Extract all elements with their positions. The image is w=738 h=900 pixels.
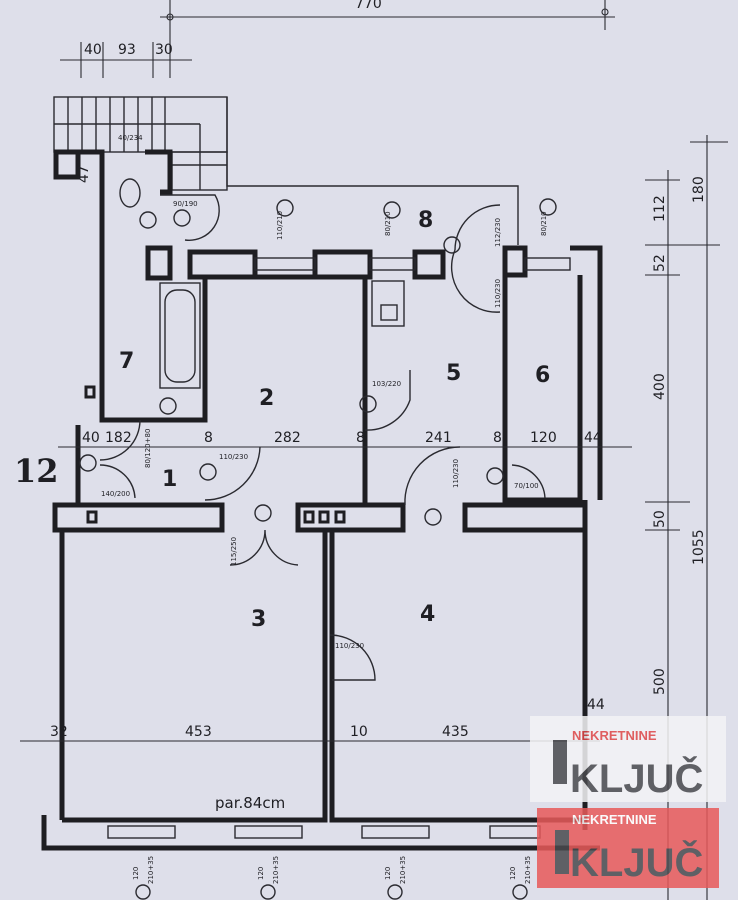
- door-label: 90/190: [173, 200, 198, 208]
- dim-label: 112: [652, 195, 668, 222]
- door-label: 110/210: [276, 211, 284, 240]
- dim-30: 30: [155, 42, 173, 58]
- door-label: 110/230: [219, 453, 248, 461]
- ceiling-lights: [79, 198, 557, 900]
- staircase: 40/234: [53, 96, 519, 245]
- key-icon: [553, 740, 567, 784]
- bathtub-icon: [159, 282, 201, 389]
- window-label: 210+35: [272, 856, 280, 884]
- door-label: 110/230: [335, 642, 364, 650]
- window-labels: 120 210+35 120 210+35 120 210+35 120 210…: [132, 856, 532, 884]
- room-7-label: 7: [119, 349, 134, 374]
- logo-text-top: NEKRETNINE: [572, 812, 657, 827]
- room-5-label: 5: [446, 361, 461, 386]
- dim-overall: 770: [355, 0, 382, 12]
- window-label: 210+35: [147, 856, 155, 884]
- toilet-icon: [119, 178, 141, 208]
- logo-text-bottom: KLJUČ: [570, 839, 703, 885]
- door-label: 110/230: [452, 459, 460, 488]
- logo-text-top: NEKRETNINE: [572, 728, 657, 743]
- door-label: 110/230: [494, 279, 502, 308]
- dim-label: 8: [356, 430, 365, 446]
- dim-label: 282: [274, 430, 301, 446]
- dim-label: 32: [50, 724, 68, 740]
- dim-label: 44: [584, 430, 602, 446]
- parquet-note: par.84cm: [215, 794, 285, 812]
- fixtures: [119, 178, 405, 389]
- window-label: 210+35: [524, 856, 532, 884]
- dim-label: 8: [204, 430, 213, 446]
- room-labels: 1 2 3 4 5 6 7 8 12: [14, 208, 550, 632]
- walls: [41, 149, 603, 851]
- window-label: 120: [509, 867, 517, 880]
- dim-93: 93: [118, 42, 136, 58]
- door-label: 70/100: [514, 482, 539, 490]
- dim-label: 120: [530, 430, 557, 446]
- window-label: 120: [132, 867, 140, 880]
- dim-label: 44: [587, 697, 605, 713]
- dim-label: 8: [493, 430, 502, 446]
- room-8-label: 8: [418, 208, 433, 233]
- door-label-stairs: 40/234: [118, 134, 143, 142]
- watermark-logo-red: NEKRETNINE KLJUČ: [537, 808, 719, 888]
- room-2-label: 2: [259, 386, 274, 411]
- door-label: 80/210: [384, 211, 392, 236]
- room-3-label: 3: [251, 607, 266, 632]
- door-label: 80/120+80: [144, 429, 152, 468]
- dim-label: 500: [652, 668, 668, 695]
- watermark-logo-white: NEKRETNINE KLJUČ: [530, 716, 726, 802]
- window-label: 120: [257, 867, 265, 880]
- sink-icon: [371, 280, 405, 327]
- dim-label: 1055: [691, 529, 707, 565]
- dim-label: 180: [691, 176, 707, 203]
- logo-text-bottom: KLJUČ: [570, 755, 703, 801]
- windows: [107, 257, 571, 839]
- room-6-label: 6: [535, 363, 550, 388]
- dim-label: 52: [652, 254, 668, 272]
- unit-number: 12: [14, 452, 59, 490]
- door-label: 80/210: [540, 211, 548, 236]
- door-label: 115/250: [230, 537, 238, 566]
- room-1-label: 1: [162, 467, 177, 492]
- dim-label: 435: [442, 724, 469, 740]
- door-label: 140/200: [101, 490, 130, 498]
- door-label: 112/230: [494, 218, 502, 247]
- dim-label: 241: [425, 430, 452, 446]
- door-labels: 90/190 110/210 80/210 112/230 80/210 110…: [101, 200, 548, 650]
- dim-label: 182: [105, 430, 132, 446]
- room-4-label: 4: [420, 602, 435, 627]
- key-icon: [555, 830, 569, 874]
- dim-label: 50: [652, 510, 668, 528]
- window-label: 120: [384, 867, 392, 880]
- dim-label: 400: [652, 373, 668, 400]
- door-label: 103/220: [372, 380, 401, 388]
- dimension-labels: 40 182 8 282 8 241 8 120 44 32 453 10 43…: [50, 165, 707, 812]
- dim-label: 47: [76, 165, 92, 183]
- doors: [99, 194, 546, 681]
- dim-40: 40: [84, 42, 102, 58]
- dim-label: 453: [185, 724, 212, 740]
- dim-label: 10: [350, 724, 368, 740]
- window-label: 210+35: [399, 856, 407, 884]
- dim-label: 40: [82, 430, 100, 446]
- top-dimension: 770 40 93 30: [60, 0, 615, 78]
